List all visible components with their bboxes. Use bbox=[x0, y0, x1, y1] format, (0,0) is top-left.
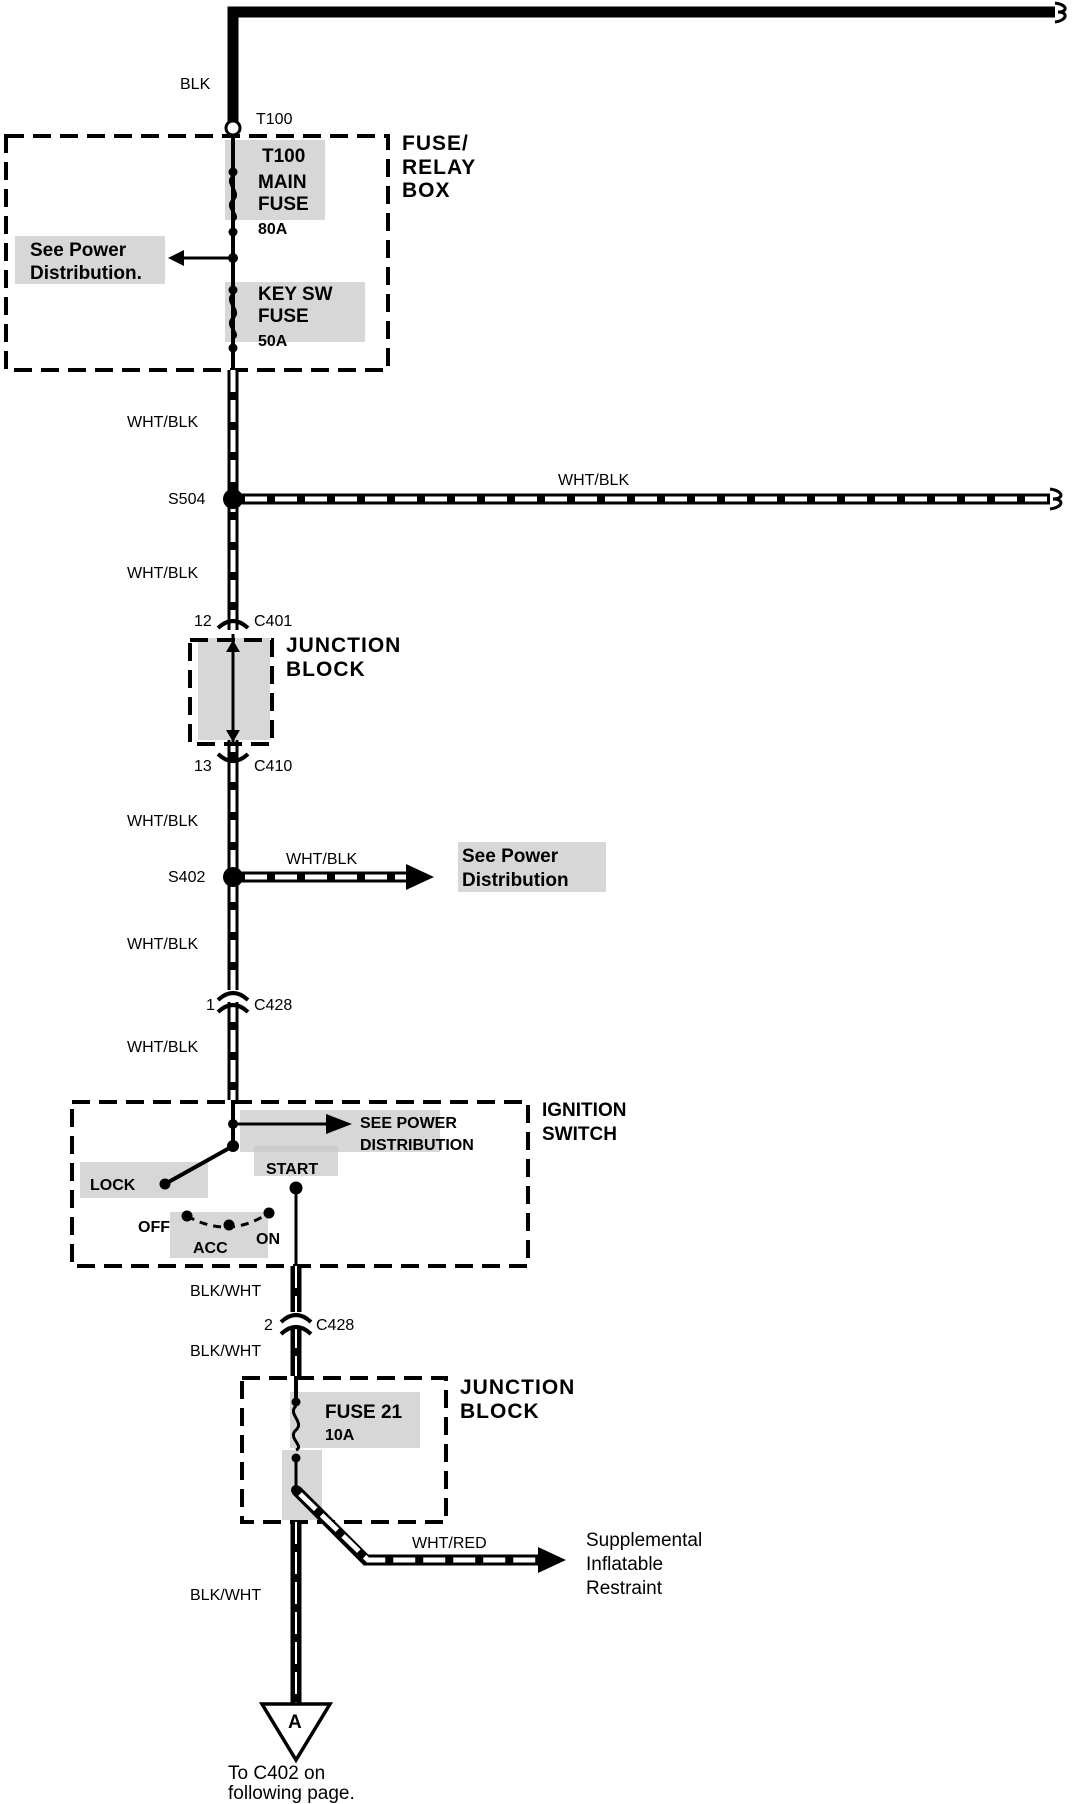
c428-2-label: C428 bbox=[316, 1317, 354, 1334]
srs-dest-1: Supplemental bbox=[586, 1530, 702, 1551]
lock-label: LOCK bbox=[90, 1177, 136, 1194]
see-power-arrow-icon bbox=[168, 250, 184, 266]
c428-2-connector-icon bbox=[279, 1312, 313, 1336]
s402-dest-2: Distribution bbox=[462, 870, 569, 891]
key-sw-fuse-label-2: FUSE bbox=[258, 306, 309, 327]
wire-label-g: BLK/WHT bbox=[190, 1343, 261, 1360]
wire-label-c: WHT/BLK bbox=[127, 813, 198, 830]
fuse-relay-box-title-2: RELAY bbox=[402, 156, 476, 179]
off-page-caption-line-1: To C402 on bbox=[228, 1763, 326, 1784]
srs-dest-2: Inflatable bbox=[586, 1554, 663, 1575]
srs-dest-3: Restraint bbox=[586, 1578, 663, 1599]
ignition-see-power-arrow-icon bbox=[326, 1114, 352, 1134]
wire-label-e: WHT/BLK bbox=[127, 1039, 198, 1056]
t100-terminal-icon bbox=[224, 119, 242, 137]
junction-block-2-title-1: JUNCTION bbox=[460, 1376, 575, 1399]
lock-position-icon bbox=[159, 1178, 171, 1190]
c428-1-pin: 1 bbox=[206, 997, 215, 1014]
acc-position-icon bbox=[223, 1219, 235, 1231]
key-sw-fuse-rating: 50A bbox=[258, 333, 288, 350]
top-terminal-label: T100 bbox=[256, 111, 293, 128]
s402-branch-wire bbox=[233, 864, 434, 890]
top-blk-wire bbox=[227, 1, 1067, 128]
srs-wire-color: WHT/RED bbox=[412, 1535, 487, 1552]
fuse-21-rating: 10A bbox=[325, 1427, 355, 1444]
s504-wire-color: WHT/BLK bbox=[558, 472, 629, 489]
junction-block-1 bbox=[188, 619, 274, 763]
main-fuse-icon bbox=[228, 167, 238, 237]
off-page-triangle-icon bbox=[258, 1702, 334, 1764]
wire-label-h: BLK/WHT bbox=[190, 1587, 261, 1604]
fuse-relay-box bbox=[4, 134, 390, 372]
s504-splice-icon bbox=[223, 489, 243, 509]
c410-label: C410 bbox=[254, 758, 292, 775]
s402-arrow-icon bbox=[406, 864, 434, 890]
off-page-symbol: A bbox=[288, 1712, 302, 1733]
ignition-title-2: SWITCH bbox=[542, 1124, 617, 1145]
off-label: OFF bbox=[138, 1219, 170, 1236]
c428-1-connector-icon bbox=[216, 990, 250, 1014]
start-label: START bbox=[266, 1161, 318, 1178]
ignition-see-power-2: DISTRIBUTION bbox=[360, 1137, 474, 1154]
junction-block-1-title-2: BLOCK bbox=[286, 658, 366, 681]
junction-block-1-title-1: JUNCTION bbox=[286, 634, 401, 657]
c401-pin: 12 bbox=[194, 613, 212, 630]
ignition-title-1: IGNITION bbox=[542, 1100, 626, 1121]
main-fuse-rating: 80A bbox=[258, 221, 288, 238]
c410-pin: 13 bbox=[194, 758, 212, 775]
s504-label: S504 bbox=[168, 491, 205, 508]
s402-wire-color: WHT/BLK bbox=[286, 851, 357, 868]
s402-splice-icon bbox=[223, 867, 243, 887]
wire-label-d: WHT/BLK bbox=[127, 936, 198, 953]
fuse-relay-box-title-1: FUSE/ bbox=[402, 132, 469, 155]
junction-block-2 bbox=[240, 1376, 448, 1524]
ignition-switch bbox=[70, 1100, 530, 1268]
ignition-see-power-1: SEE POWER bbox=[360, 1115, 457, 1132]
s402-label: S402 bbox=[168, 869, 205, 886]
srs-arrow-icon bbox=[538, 1547, 566, 1573]
s402-dest-1: See Power bbox=[462, 846, 559, 867]
junction-block-2-title-2: BLOCK bbox=[460, 1400, 540, 1423]
wire-label-a: WHT/BLK bbox=[127, 414, 198, 431]
wire-label-b: WHT/BLK bbox=[127, 565, 198, 582]
wire-label-f: BLK/WHT bbox=[190, 1283, 261, 1300]
main-fuse-label-1: MAIN bbox=[258, 172, 307, 193]
off-position-icon bbox=[181, 1210, 193, 1222]
off-page-caption-line-2: following page. bbox=[228, 1783, 355, 1804]
acc-label: ACC bbox=[193, 1240, 228, 1257]
on-position-icon bbox=[263, 1207, 275, 1219]
s504-branch-wire bbox=[233, 487, 1063, 511]
c401-label: C401 bbox=[254, 613, 292, 630]
fuse-21-label: FUSE 21 bbox=[325, 1402, 403, 1423]
srs-branch-wire bbox=[292, 1486, 566, 1573]
box-see-power-2: Distribution. bbox=[30, 263, 142, 284]
on-label: ON bbox=[256, 1231, 280, 1248]
key-sw-fuse-label-1: KEY SW bbox=[258, 284, 333, 305]
off-page-caption: To C402 on following page. bbox=[228, 1764, 355, 1804]
c428-2-pin: 2 bbox=[264, 1317, 273, 1334]
top-wire-color-label: BLK bbox=[180, 76, 211, 93]
key-sw-fuse-icon bbox=[228, 285, 238, 353]
box-see-power-1: See Power bbox=[30, 240, 127, 261]
fuse-relay-box-title-3: BOX bbox=[402, 179, 451, 202]
box-terminal-label: T100 bbox=[262, 146, 305, 167]
c428-1-label: C428 bbox=[254, 997, 292, 1014]
main-fuse-label-2: FUSE bbox=[258, 194, 309, 215]
